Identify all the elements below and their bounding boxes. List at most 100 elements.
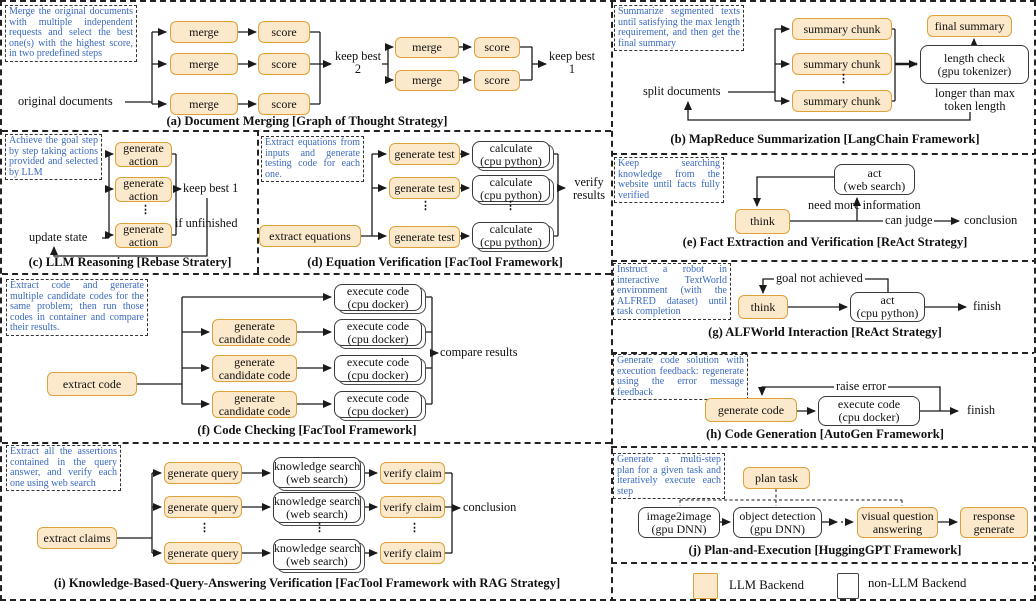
panel-a-score-box-3: score xyxy=(258,93,310,115)
panel-e-act-line1: act xyxy=(867,165,882,180)
panel-i-conclusion-label: conclusion xyxy=(463,500,517,514)
panel-g-act-line1: act xyxy=(880,293,895,308)
panel-h-execute-line1: execute code xyxy=(837,397,901,412)
panel-b-length-check-box: length check (gpu tokenizer) xyxy=(920,45,1029,84)
panel-f-execute-line2: (cpu docker) xyxy=(347,331,409,346)
panel-f-candidate-line1: generate xyxy=(234,318,275,333)
panel-e-act-box: act (web search) xyxy=(834,164,915,195)
panel-d-note: Extract equations from inputs and genera… xyxy=(261,136,364,183)
panel-c-input-label: update state xyxy=(29,230,88,244)
panel-d-calculate-box-2: calculate (cpu python) xyxy=(472,175,550,202)
panel-i-generate-query-box-1: generate query xyxy=(164,462,242,484)
panel-d-calculate-line1: calculate xyxy=(489,221,533,236)
panel-g-act-box: act (cpu python) xyxy=(850,292,925,322)
panel-a-score-box-5: score xyxy=(474,70,520,91)
panel-i-verify-claim-box-1: verify claim xyxy=(380,462,445,484)
panel-d-generate-test-box-2: generate test xyxy=(389,177,460,199)
panel-i-knowledge-search-box-1: knowledge search (web search) xyxy=(273,457,361,488)
panel-i-vdots-1: ⋮ xyxy=(199,522,210,534)
panel-i-verify-claim-box-2: verify claim xyxy=(380,496,445,518)
panel-f-execute-line1: execute code xyxy=(346,354,410,369)
divider-main-vertical xyxy=(611,2,613,599)
panel-d-output-label: verify results xyxy=(572,175,606,202)
panel-b-length-check-line2: (gpu tokenizer) xyxy=(937,63,1012,78)
panel-i-search-line1: knowledge search xyxy=(273,493,361,508)
legend-llm-swatch xyxy=(693,573,718,599)
divider-h-j xyxy=(611,446,1034,448)
panel-d-calculate-line1: calculate xyxy=(489,140,533,155)
panel-a-score-box-4: score xyxy=(474,37,520,58)
panel-h-note: Generate code solution with execution fe… xyxy=(613,354,748,401)
panel-f-output-label: compare results xyxy=(440,345,518,359)
panel-g-finish-label: finish xyxy=(973,299,1002,313)
panel-g-note: Instruct a robot in interactive TextWorl… xyxy=(613,263,731,320)
panel-i-vdots-3: ⋮ xyxy=(409,522,420,534)
panel-f-candidate-line1: generate xyxy=(234,390,275,405)
panel-f-execute-line2: (cpu docker) xyxy=(347,296,409,311)
divider-b-e xyxy=(611,153,1034,155)
panel-d-calculate-box-1: calculate (cpu python) xyxy=(472,141,550,168)
panel-d-calculate-line2: (cpu python) xyxy=(480,187,542,202)
panel-b-vdots: ⋮ xyxy=(838,73,849,85)
panel-c-generate-action-box-1: generate action xyxy=(115,141,172,168)
panel-i-verify-claim-box-3: verify claim xyxy=(380,542,445,564)
panel-b-final-summary-box: final summary xyxy=(927,15,1012,37)
panel-i-extract-claims-box: extract claims xyxy=(37,527,117,549)
panel-f-execute-box-1: execute code (cpu docker) xyxy=(334,284,422,311)
panel-c-feedback-label: if unfinished xyxy=(175,216,238,230)
panel-f-candidate-box-1: generate candidate code xyxy=(212,319,297,346)
panel-c-caption: (c) LLM Reasoning [Rebase Stratery] xyxy=(28,255,232,269)
panel-c-vdots: ⋮ xyxy=(140,204,151,216)
panel-f-execute-line1: execute code xyxy=(346,390,410,405)
panel-i-note: Extract all the assertions contained in … xyxy=(6,445,121,492)
panel-e-note: Keep searching knowledge from the websit… xyxy=(614,157,724,204)
panel-h-finish-label: finish xyxy=(967,403,996,417)
panel-d-vdots-1: ⋮ xyxy=(420,200,431,212)
legend-non-llm-swatch xyxy=(837,573,859,599)
panel-i-search-line2: (web search) xyxy=(286,506,348,521)
panel-a-merge-box-1: merge xyxy=(170,21,238,43)
panel-d-generate-test-box-1: generate test xyxy=(389,143,460,165)
panel-d-extract-equations-box: extract equations xyxy=(259,225,361,247)
panel-c-keep-best-1-label: keep best 1 xyxy=(183,181,239,195)
panel-i-knowledge-search-box-3: knowledge search (web search) xyxy=(273,539,361,570)
panel-c-action-line1: generate xyxy=(123,221,164,236)
divider-c-d xyxy=(257,130,259,273)
panel-a-keep-best-2-label: keep best 2 xyxy=(334,49,382,76)
panel-e-can-judge-label: can judge xyxy=(883,213,935,227)
panel-h-execute-box: execute code (cpu docker) xyxy=(818,396,920,426)
divider-cd-f xyxy=(2,273,611,275)
panel-j-plan-task-box: plan task xyxy=(743,467,810,489)
panel-c-action-line2: action xyxy=(128,153,159,168)
panel-f-candidate-box-2: generate candidate code xyxy=(212,355,297,382)
panel-h-caption: (h) Code Generation [AutoGen Framework] xyxy=(706,427,944,441)
panel-j-object-detection-box: object detection (gpu DNN) xyxy=(733,507,822,538)
panel-f-execute-box-2: execute code (cpu docker) xyxy=(334,319,422,346)
panel-f-caption: (f) Code Checking [FacTool Framework] xyxy=(197,423,417,437)
panel-j-note: Generate a multi-step plan for a given t… xyxy=(613,453,725,500)
panel-c-note: Achieve the goal step by step taking act… xyxy=(5,134,102,181)
divider-g-h xyxy=(611,352,1034,354)
panel-b-input-label: split documents xyxy=(643,84,721,98)
panel-c-action-line2: action xyxy=(128,234,159,249)
panel-d-caption: (d) Equation Verification [FacTool Frame… xyxy=(307,255,563,269)
panel-j-vqa-box: visual question answering xyxy=(857,507,938,538)
panel-e-think-box: think xyxy=(735,209,790,234)
panel-d-vdots-2: ⋮ xyxy=(505,200,516,212)
panel-e-caption: (e) Fact Extraction and Verification [Re… xyxy=(682,235,968,249)
panel-j-vqa-line2: answering xyxy=(872,521,923,536)
panel-b-length-check-line1: length check xyxy=(944,50,1005,65)
panel-b-summary-chunk-box-2: summary chunk xyxy=(792,53,892,75)
panel-j-response-line2: generate xyxy=(973,521,1015,536)
divider-f-i xyxy=(2,442,611,444)
panel-i-knowledge-search-box-2: knowledge search (web search) xyxy=(273,492,361,523)
divider-j-legend xyxy=(611,562,1034,564)
panel-j-vqa-line1: visual question xyxy=(861,508,934,523)
panel-i-search-line2: (web search) xyxy=(286,553,348,568)
panel-b-summary-chunk-box-1: summary chunk xyxy=(792,18,892,40)
panel-b-summary-chunk-box-3: summary chunk xyxy=(792,90,892,112)
panel-i-caption: (i) Knowledge-Based-Query-Answering Veri… xyxy=(53,576,561,590)
panel-j-object-detection-line2: (gpu DNN) xyxy=(750,521,805,536)
panel-c-generate-action-box-3: generate action xyxy=(115,221,172,249)
